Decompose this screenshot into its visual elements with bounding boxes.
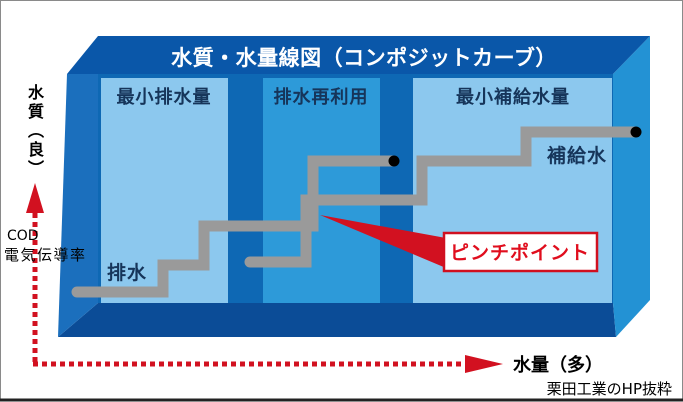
panel-label-min-makeup: 最小補給水量 <box>456 86 570 108</box>
makeup-curve-label: 補給水 <box>546 144 607 167</box>
diagram-title: 水質・水量線図（コンポジットカーブ） <box>171 46 557 70</box>
panel-label-min-drainage: 最小排水量 <box>117 86 212 108</box>
box-top-face <box>67 36 650 74</box>
panel-reuse <box>263 78 380 303</box>
pinch-callout-box <box>442 231 599 273</box>
makeup-curve-start-cap <box>244 256 256 268</box>
y-axis-conductivity-label: 電気伝導率 <box>4 246 87 264</box>
drain-curve-end-dot <box>388 155 400 167</box>
x-axis-arrowhead-icon <box>465 355 503 373</box>
pinch-callout-label: ピンチポイント <box>450 241 590 264</box>
box-right-face <box>613 36 650 337</box>
makeup-curve-end-dot <box>630 126 642 138</box>
drain-curve-start-cap <box>71 286 83 298</box>
credit-text: 栗田工業のHP抜粋 <box>547 380 672 398</box>
drain-curve-label: 排水 <box>107 261 147 284</box>
y-axis-label: 水質（良） <box>25 84 44 179</box>
makeup-curve <box>250 126 636 268</box>
panel-label-reuse: 排水再利用 <box>274 86 369 108</box>
x-axis-label: 水量（多） <box>513 354 603 376</box>
y-axis-arrowhead-icon <box>26 183 44 213</box>
box-bottom-face <box>58 303 616 337</box>
box-left-face <box>58 74 98 337</box>
drain-curve <box>77 155 394 298</box>
y-axis-cod-label: COD <box>7 228 39 244</box>
pinch-callout-arrow-icon <box>320 215 446 268</box>
